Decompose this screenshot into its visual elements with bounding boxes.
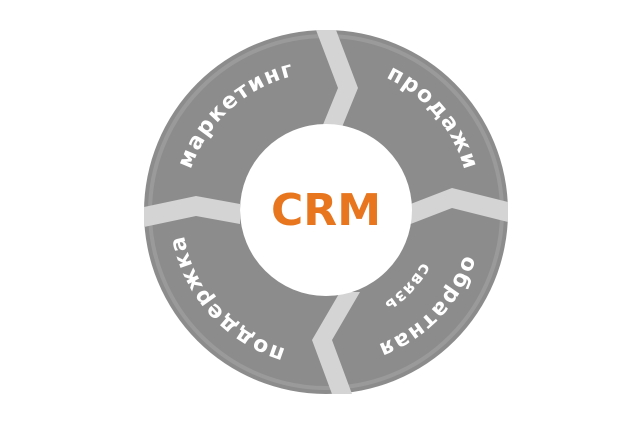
center-label: CRM — [271, 185, 381, 236]
separator-top — [316, 30, 358, 132]
separator-bottom — [312, 292, 360, 394]
separator-right — [408, 188, 508, 225]
center-circle — [240, 124, 412, 296]
separator-left — [144, 196, 240, 227]
